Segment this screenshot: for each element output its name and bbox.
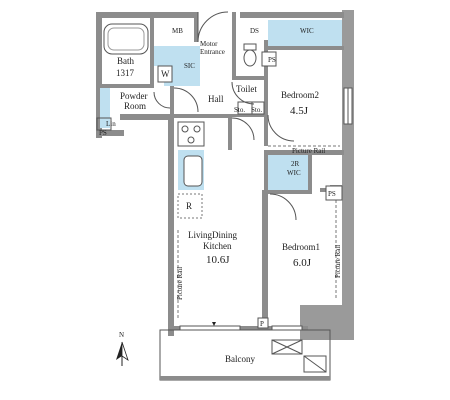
picture-rail-3: Picture Rail <box>334 245 342 278</box>
fridge-space <box>177 193 203 219</box>
powder-line2: Room <box>124 101 146 111</box>
washer-label: W <box>161 69 170 79</box>
bath-size: 1317 <box>116 68 135 78</box>
windows <box>179 87 353 331</box>
sto1-label: Sto. <box>234 106 245 114</box>
bedroom1-size: 6.0J <box>293 257 312 269</box>
picture-rail-2: Picture Rail <box>176 267 184 300</box>
ldk-size: 10.6J <box>206 254 230 266</box>
bathtub <box>103 23 149 55</box>
balcony-label: Balcony <box>225 354 255 364</box>
ps-right-label: PS <box>328 190 336 198</box>
ldk-line1: LivingDining <box>188 230 237 240</box>
toilet-label: Toilet <box>236 84 257 94</box>
washing-machine <box>157 65 173 83</box>
fridge-label: R <box>186 201 192 211</box>
sto2-label: Sto. <box>251 106 262 114</box>
lin-label: Lin <box>106 120 116 128</box>
doors <box>153 11 297 221</box>
p-box-label: P <box>260 320 264 328</box>
small-boxes <box>96 51 343 329</box>
bedroom2-size: 4.5J <box>290 105 309 117</box>
ps-top-label: PS <box>268 56 276 64</box>
wic2-line2: WIC <box>287 169 301 177</box>
sic-label: SIC <box>184 62 195 70</box>
balcony-outline <box>159 329 331 381</box>
stove <box>177 121 205 147</box>
picture-rails <box>177 145 340 320</box>
powder-line1: Powder <box>120 91 148 101</box>
toilet-fixture <box>243 43 257 67</box>
kitchen-sink <box>183 155 203 187</box>
walls <box>96 12 344 336</box>
picture-rail-1: Picture Rail <box>292 147 325 155</box>
bedroom2-name: Bedroom2 <box>281 90 319 100</box>
wic-top-label: WIC <box>300 27 314 35</box>
entrance-marker <box>212 322 216 326</box>
wic2-line1: 2R <box>291 160 300 168</box>
mb-label: MB <box>172 27 183 35</box>
bath-name: Bath <box>117 56 134 66</box>
ds-label: DS <box>250 27 259 35</box>
north-arrow-icon <box>116 341 129 366</box>
hall-label: Hall <box>208 94 224 104</box>
ldk-line2: Kitchen <box>203 241 232 251</box>
bedroom1-name: Bedroom1 <box>282 242 320 252</box>
entrance-line2: Entrance <box>200 48 225 56</box>
entrance-line1: Motor <box>200 40 218 48</box>
ps-left-label: PS <box>99 129 107 137</box>
north-label: N <box>119 331 124 339</box>
